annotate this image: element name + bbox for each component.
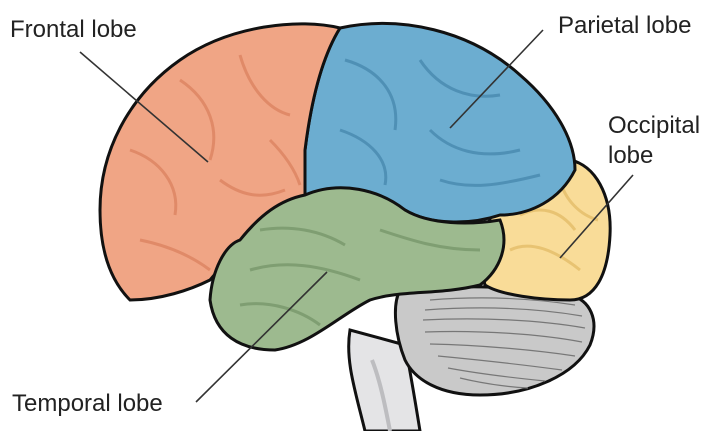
- parietal-lobe-label: Parietal lobe: [558, 12, 692, 39]
- temporal-lobe: [208, 186, 506, 352]
- temporal-lobe-label: Temporal lobe: [12, 390, 163, 417]
- cerebellum: [394, 285, 596, 397]
- frontal-leader-line: [79, 51, 209, 163]
- frontal-lobe: [98, 22, 343, 302]
- leader-lines: [79, 29, 634, 403]
- parietal-lobe: [303, 22, 577, 224]
- occipital-leader-line: [559, 174, 634, 259]
- occipital-lobe-label-line1: Occipital: [608, 112, 701, 139]
- occipital-lobe-label-line2: lobe: [608, 142, 654, 169]
- temporal-leader-line: [195, 271, 328, 403]
- parietal-leader-line: [449, 29, 544, 129]
- frontal-lobe-label: Frontal lobe: [10, 16, 137, 43]
